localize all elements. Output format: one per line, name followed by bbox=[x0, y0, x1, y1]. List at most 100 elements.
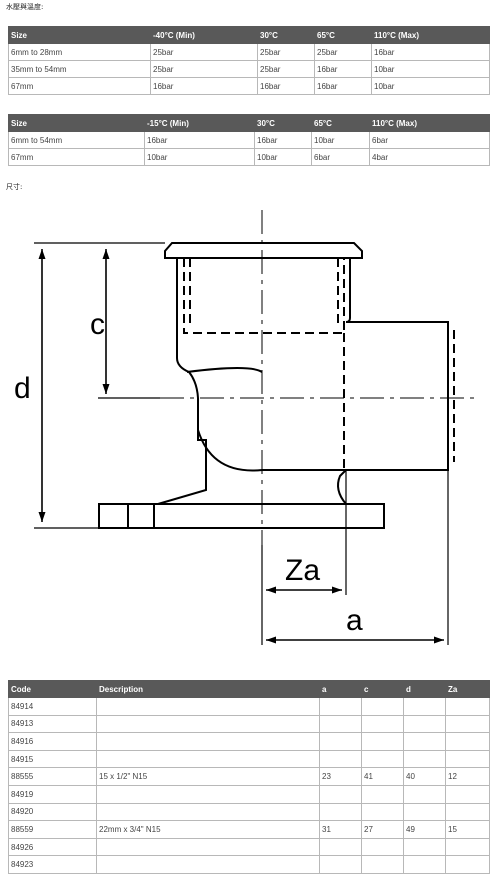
column-header: Size bbox=[8, 26, 151, 44]
table-cell bbox=[403, 714, 446, 734]
column-header: 110°C (Max) bbox=[369, 114, 490, 132]
table-cell: 25bar bbox=[150, 60, 258, 78]
base-flange bbox=[98, 503, 385, 529]
table-cell: 67mm bbox=[8, 77, 151, 95]
table-cell: 16bar bbox=[314, 77, 372, 95]
table-cell: 41 bbox=[361, 767, 404, 786]
table-cell: 4bar bbox=[369, 148, 490, 166]
table-cell: 84923 bbox=[8, 855, 97, 874]
table-cell bbox=[319, 784, 362, 804]
table-row: 84919 bbox=[8, 784, 490, 804]
table-cell: 49 bbox=[403, 820, 446, 839]
table-row: 84914 bbox=[8, 697, 490, 716]
table-cell: 6mm to 54mm bbox=[8, 131, 145, 149]
label-c: c bbox=[90, 308, 105, 341]
pressure-temperature-heading: 水壓與溫度: bbox=[6, 3, 44, 11]
label-d: d bbox=[14, 372, 31, 405]
table-cell bbox=[96, 855, 320, 874]
column-header: c bbox=[361, 680, 404, 698]
table-row: 84923 bbox=[8, 855, 490, 874]
dimensions-heading: 尺寸: bbox=[6, 183, 23, 191]
table-cell bbox=[403, 732, 446, 751]
column-header: 30°C bbox=[254, 114, 312, 132]
table-cell: 16bar bbox=[371, 43, 490, 61]
table-cell bbox=[361, 714, 404, 734]
table-cell bbox=[319, 714, 362, 734]
table-cell: 67mm bbox=[8, 148, 145, 166]
table-cell: 84916 bbox=[8, 732, 97, 751]
table-cell bbox=[445, 784, 490, 804]
column-header: -15°C (Min) bbox=[144, 114, 255, 132]
table-cell bbox=[319, 732, 362, 751]
column-header: 110°C (Max) bbox=[371, 26, 490, 44]
column-header: Size bbox=[8, 114, 145, 132]
table-cell: 84926 bbox=[8, 837, 97, 857]
table-cell bbox=[319, 855, 362, 874]
table-cell bbox=[319, 749, 362, 769]
table-cell: 16bar bbox=[314, 60, 372, 78]
table-cell: 25bar bbox=[257, 43, 315, 61]
column-header: 65°C bbox=[314, 26, 372, 44]
table-cell: 10bar bbox=[254, 148, 312, 166]
table-cell bbox=[403, 697, 446, 716]
table-cell bbox=[445, 732, 490, 751]
table-cell: 6mm to 28mm bbox=[8, 43, 151, 61]
table-cell: 12 bbox=[445, 767, 490, 786]
table-cell: 15 bbox=[445, 820, 490, 839]
column-header: Description bbox=[96, 680, 320, 698]
table-cell: 6bar bbox=[311, 148, 370, 166]
table-cell bbox=[445, 749, 490, 769]
column-header: Za bbox=[445, 680, 490, 698]
upper-socket-outline bbox=[164, 242, 363, 259]
table-cell: 40 bbox=[403, 767, 446, 786]
table-cell bbox=[445, 855, 490, 874]
table-cell bbox=[361, 749, 404, 769]
table-cell: 16bar bbox=[144, 131, 255, 149]
table-cell: 16bar bbox=[150, 77, 258, 95]
table-cell bbox=[96, 697, 320, 716]
table-cell: 35mm to 54mm bbox=[8, 60, 151, 78]
hidden-bore-outline bbox=[183, 258, 345, 334]
table-cell bbox=[319, 802, 362, 822]
table-cell bbox=[361, 784, 404, 804]
table-cell bbox=[361, 837, 404, 857]
table-cell bbox=[96, 837, 320, 857]
table-row: 84926 bbox=[8, 837, 490, 857]
table-cell bbox=[361, 855, 404, 874]
table-cell: 10bar bbox=[371, 77, 490, 95]
label-a: a bbox=[346, 604, 363, 637]
table-cell: 25bar bbox=[314, 43, 372, 61]
table-cell: 10bar bbox=[311, 131, 370, 149]
table-cell bbox=[319, 697, 362, 716]
column-header: Code bbox=[8, 680, 97, 698]
table-cell bbox=[445, 697, 490, 716]
table-cell: 25bar bbox=[150, 43, 258, 61]
table-cell bbox=[361, 802, 404, 822]
table-cell: 31 bbox=[319, 820, 362, 839]
table-cell: 6bar bbox=[369, 131, 490, 149]
table-cell: 22mm x 3/4" N15 bbox=[96, 820, 320, 839]
column-header: d bbox=[403, 680, 446, 698]
table-cell bbox=[96, 802, 320, 822]
table-cell bbox=[403, 855, 446, 874]
table-cell bbox=[96, 732, 320, 751]
table-row: 84913 bbox=[8, 714, 490, 734]
table-cell: 10bar bbox=[144, 148, 255, 166]
table-cell bbox=[445, 714, 490, 734]
table-row: 84915 bbox=[8, 749, 490, 769]
table-cell bbox=[403, 802, 446, 822]
table-cell bbox=[361, 697, 404, 716]
column-header: a bbox=[319, 680, 362, 698]
column-header: 65°C bbox=[311, 114, 370, 132]
table-cell: 88555 bbox=[8, 767, 97, 786]
